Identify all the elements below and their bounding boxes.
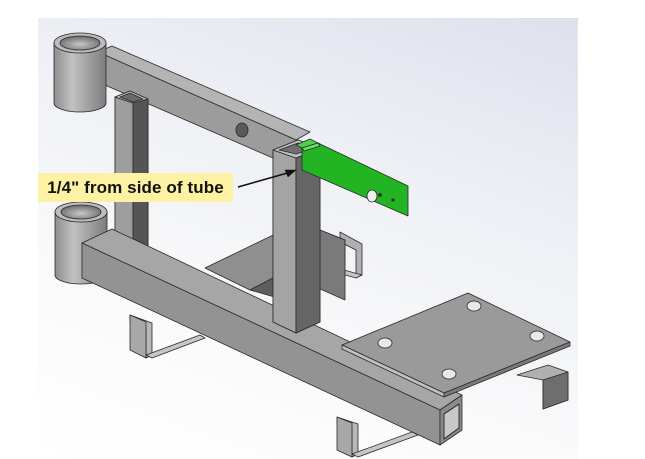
saddle-bracket-front <box>336 416 419 458</box>
upper-pivot-sleeve <box>53 32 107 113</box>
callout-label: 1/4" from side of tube <box>38 173 233 202</box>
saddle-bracket-left <box>129 314 206 359</box>
highlighted-tab <box>295 138 409 217</box>
front-post <box>272 139 321 334</box>
saddle-bracket-right <box>516 364 569 410</box>
callout-arrow <box>237 169 297 188</box>
bottom-rail <box>81 228 463 446</box>
bolt-plate <box>341 292 571 398</box>
